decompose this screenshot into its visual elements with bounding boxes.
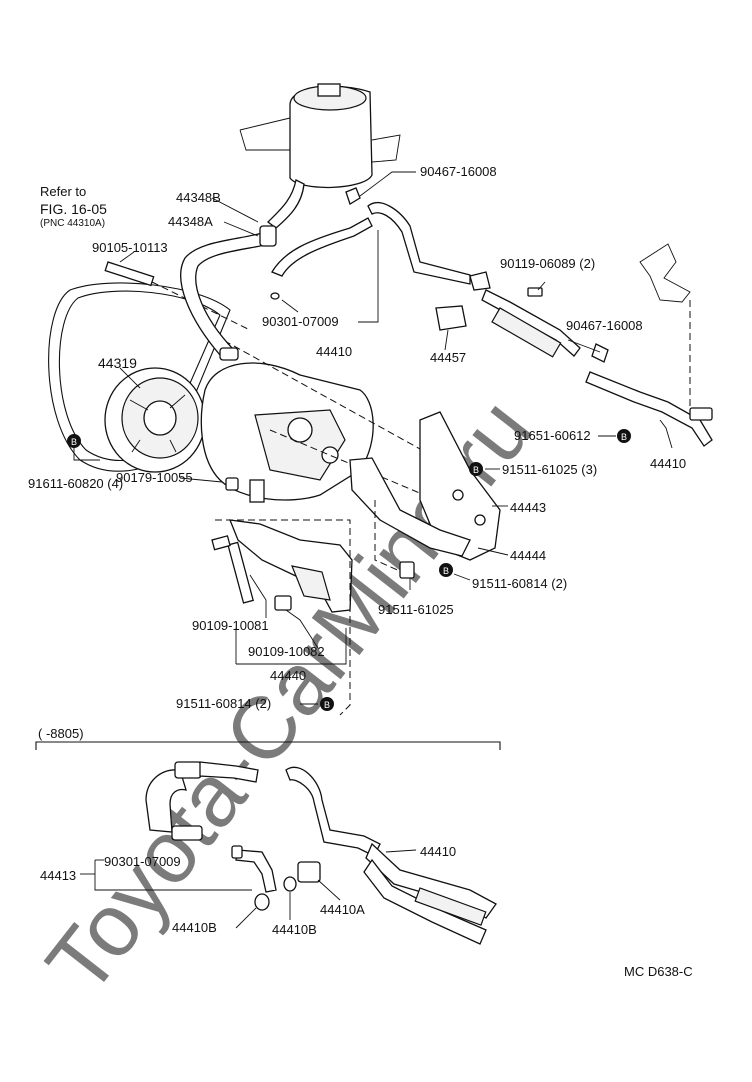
pump-pulley-drawing (104, 367, 206, 473)
pressure-tube-drawing (271, 202, 491, 291)
label-44444: 44444 (510, 548, 546, 563)
label-44410-right: 44410 (650, 456, 686, 471)
label-44440: 44440 (270, 668, 306, 683)
label-90119-06089: 90119-06089 (2) (500, 256, 595, 271)
label-44319: 44319 (98, 355, 137, 371)
bolt-mark-91511-61025-3: B (469, 462, 483, 476)
chassis-bracket-drawing (639, 243, 691, 420)
clamp-upper-drawing (345, 187, 361, 205)
bolt-mark-91651: B (617, 429, 631, 443)
label-91511-61025-3: 91511-61025 (3) (502, 462, 597, 477)
refer-note: Refer to FIG. 16-05 (PNC 44310A) (40, 184, 107, 229)
label-91511-60814-b: 91511-60814 (2) (176, 696, 271, 711)
grommet-44457-drawing (435, 305, 467, 331)
label-44443: 44443 (510, 500, 546, 515)
svg-text:B: B (324, 700, 330, 710)
leader-lines (73, 171, 673, 705)
label-44413: 44413 (40, 868, 76, 883)
label-91651-60612: 91651-60612 (514, 428, 591, 443)
label-90109-10081: 90109-10081 (192, 618, 269, 633)
bolt-mark-91511-60814-a: B (439, 563, 453, 577)
refer-note-line2: FIG. 16-05 (40, 201, 107, 217)
svg-text:B: B (71, 437, 77, 447)
inset-hose-drawing (145, 761, 497, 945)
inset-range-label: ( -8805) (38, 726, 84, 741)
return-line-drawing (481, 289, 713, 447)
label-90109-10082: 90109-10082 (248, 644, 325, 659)
label-91611-60820: 91611-60820 (4) (28, 476, 123, 491)
label-44410-inset: 44410 (420, 844, 456, 859)
pump-bracket-drawing (349, 411, 501, 579)
power-steering-pump-drawing (200, 329, 461, 511)
label-91511-60814-a: 91511-60814 (2) (472, 576, 567, 591)
label-90467-16008-top: 90467-16008 (420, 164, 497, 179)
bolt-mark-91511-60814-b: B (320, 697, 334, 711)
label-90105-10113: 90105-10113 (92, 240, 168, 255)
inset-union-44410A-drawing (297, 861, 321, 883)
reservoir-tank-drawing (239, 83, 401, 229)
inset-washer-a-drawing (254, 893, 270, 911)
label-44410B-a: 44410B (172, 920, 217, 935)
refer-note-line1: Refer to (40, 184, 86, 199)
label-90179-10055: 90179-10055 (116, 470, 193, 485)
label-44410A: 44410A (320, 902, 365, 917)
nut-90179-drawing (225, 477, 239, 491)
label-91511-61025: 91511-61025 (378, 602, 454, 617)
bolt-mark-91611: B (67, 434, 81, 448)
label-44457: 44457 (430, 350, 466, 365)
inset-frame (35, 741, 501, 750)
inset-washer-b-drawing (283, 876, 297, 892)
inset-leaders (80, 849, 417, 929)
inset-union-bolt-drawing (231, 845, 277, 893)
clamp-right-drawing (591, 343, 609, 363)
label-90301-07009-top: 90301-07009 (262, 314, 339, 329)
svg-text:B: B (621, 432, 627, 442)
label-44348A: 44348A (168, 214, 213, 229)
diagram-code: MC D638-C (624, 964, 693, 979)
small-bolt-90119-drawing (527, 287, 543, 297)
label-90467-16008-right: 90467-16008 (566, 318, 643, 333)
label-90301-07009-inset: 90301-07009 (104, 854, 181, 869)
belt-bolt-drawing (104, 261, 251, 331)
svg-text:B: B (473, 465, 479, 475)
suction-hose-drawing (180, 225, 277, 361)
adjust-nut-drawing (274, 595, 292, 611)
label-44348B: 44348B (176, 190, 221, 205)
lower-bracket-drawing (215, 519, 353, 716)
label-44410-mid: 44410 (316, 344, 352, 359)
label-44410B-b: 44410B (272, 922, 317, 937)
refer-note-line3: (PNC 44310A) (40, 218, 105, 229)
svg-text:B: B (443, 566, 449, 576)
washer-90301-drawing (270, 292, 280, 300)
adjust-bolt-drawing (211, 535, 254, 604)
